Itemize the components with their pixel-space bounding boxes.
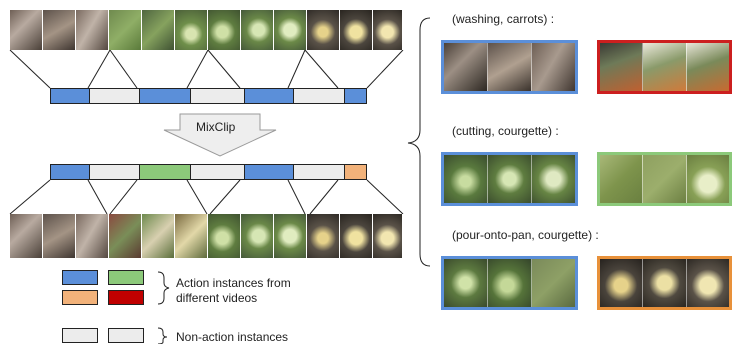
video-frame <box>208 214 241 258</box>
video-frame <box>208 10 241 50</box>
legend-swatch-gray <box>62 328 98 343</box>
video-frame <box>109 10 142 50</box>
video-frame <box>175 10 208 50</box>
video-frame <box>340 10 373 50</box>
segment-non-action <box>90 89 140 103</box>
mixclip-label: MixClip <box>196 120 236 134</box>
video-frame <box>10 10 43 50</box>
segment-non-action <box>191 165 245 179</box>
video-frame <box>142 10 175 50</box>
video-frame <box>43 10 76 50</box>
pair-label-cutting: (cutting, courgette) : <box>452 124 559 138</box>
video-frame <box>10 214 43 258</box>
video-frame <box>241 10 274 50</box>
video-frame <box>43 214 76 258</box>
segment-non-action <box>191 89 245 103</box>
video-frame <box>274 10 307 50</box>
legend-swatch-blue <box>62 270 98 285</box>
segment-action <box>140 89 191 103</box>
legend-action-text: Action instances from different videos <box>176 276 291 305</box>
pair-clip-blue <box>441 152 578 206</box>
video-frame <box>373 10 403 50</box>
pair-clip-green <box>597 152 732 206</box>
pair-label-washing: (washing, carrots) : <box>452 12 555 26</box>
top-segment-bar <box>50 88 367 104</box>
legend-swatch-gray <box>108 328 144 343</box>
video-frame <box>142 214 175 258</box>
segment-action <box>51 89 90 103</box>
segment-action <box>51 165 90 179</box>
video-frame <box>109 214 142 258</box>
legend-swatch-green <box>108 270 144 285</box>
video-frame <box>76 10 109 50</box>
bottom-frame-strip <box>10 214 403 258</box>
video-frame <box>274 214 307 258</box>
pair-clip-blue <box>441 40 578 94</box>
legend-swatch-orange <box>62 290 98 305</box>
video-frame <box>340 214 373 258</box>
video-frame <box>175 214 208 258</box>
bottom-segment-bar <box>50 164 367 180</box>
video-frame <box>307 214 340 258</box>
video-frame <box>241 214 274 258</box>
legend-swatch-red <box>108 290 144 305</box>
segment-non-action <box>294 165 345 179</box>
video-frame <box>76 214 109 258</box>
pair-clip-orange <box>597 256 732 310</box>
legend-nonaction-text: Non-action instances <box>176 330 289 344</box>
segment-non-action <box>294 89 345 103</box>
top-frame-strip <box>10 10 403 50</box>
pair-label-pour: (pour-onto-pan, courgette) : <box>452 228 599 242</box>
segment-action <box>140 165 191 179</box>
segment-action <box>245 165 294 179</box>
segment-action <box>245 89 294 103</box>
pair-clip-blue <box>441 256 578 310</box>
segment-action <box>345 165 366 179</box>
video-frame <box>307 10 340 50</box>
video-frame <box>373 214 403 258</box>
segment-non-action <box>90 165 140 179</box>
segment-action <box>345 89 366 103</box>
pair-clip-red <box>597 40 732 94</box>
legend: Action instances from different videos N… <box>62 270 322 344</box>
